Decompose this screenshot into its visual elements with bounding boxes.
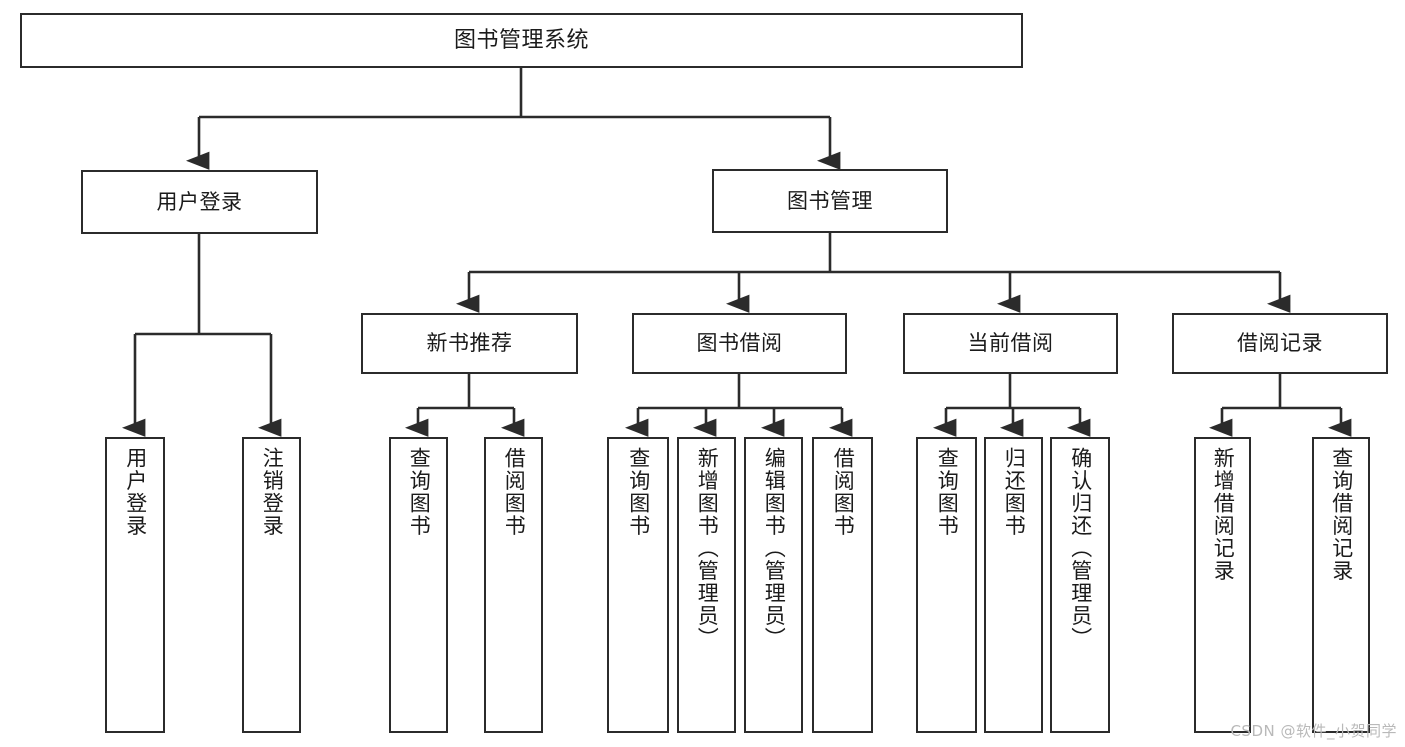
node-label: 用户登录 [123,447,148,537]
leaf-query-book-recommend[interactable]: 查询图书 [389,437,448,733]
node-label: 图书管理 [787,188,873,213]
node-label: 查询图书 [407,447,432,537]
node-label: 归还图书 [1002,447,1027,537]
node-label: 图书借阅 [696,331,783,356]
csdn-watermark: CSDN @软件_小贺同学 [1230,722,1397,740]
leaf-add-borrow-record[interactable]: 新增借阅记录 [1194,437,1251,733]
node-label: 用户登录 [156,189,243,214]
node-root-book-management-system[interactable]: 图书管理系统 [20,13,1023,68]
node-book-manage[interactable]: 图书管理 [712,169,948,233]
node-book-borrow[interactable]: 图书借阅 [632,313,847,374]
node-label: 编辑图书（管理员） [762,447,787,650]
node-label: 查询图书 [626,447,651,537]
leaf-add-book[interactable]: 新增图书（管理员） [677,437,736,733]
leaf-confirm-return[interactable]: 确认归还（管理员） [1050,437,1110,733]
node-label: 确认归还（管理员） [1068,447,1093,650]
node-label: 查询图书 [935,447,960,537]
node-label: 新增图书（管理员） [695,447,720,650]
leaf-logout-login[interactable]: 注销登录 [242,437,301,733]
node-current-borrow[interactable]: 当前借阅 [903,313,1118,374]
node-label: 借阅图书 [831,447,856,537]
leaf-query-book-borrow[interactable]: 查询图书 [607,437,669,733]
node-borrow-record[interactable]: 借阅记录 [1172,313,1388,374]
leaf-return-book[interactable]: 归还图书 [984,437,1043,733]
leaf-borrow-book-recommend[interactable]: 借阅图书 [484,437,543,733]
node-label: 当前借阅 [967,331,1054,356]
node-label: 新书推荐 [426,331,513,356]
node-user-login[interactable]: 用户登录 [81,170,318,234]
leaf-query-borrow-record[interactable]: 查询借阅记录 [1312,437,1370,733]
leaf-edit-book[interactable]: 编辑图书（管理员） [744,437,803,733]
leaf-query-book-current[interactable]: 查询图书 [916,437,977,733]
node-label: 借阅图书 [502,447,527,537]
node-label: 新增借阅记录 [1211,447,1236,582]
node-label: 查询借阅记录 [1329,447,1354,582]
node-label: 图书管理系统 [453,27,589,53]
leaf-user-login[interactable]: 用户登录 [105,437,165,733]
leaf-borrow-book[interactable]: 借阅图书 [812,437,873,733]
node-label: 借阅记录 [1237,331,1323,356]
node-new-book-recommend[interactable]: 新书推荐 [361,313,578,374]
node-label: 注销登录 [260,447,285,537]
